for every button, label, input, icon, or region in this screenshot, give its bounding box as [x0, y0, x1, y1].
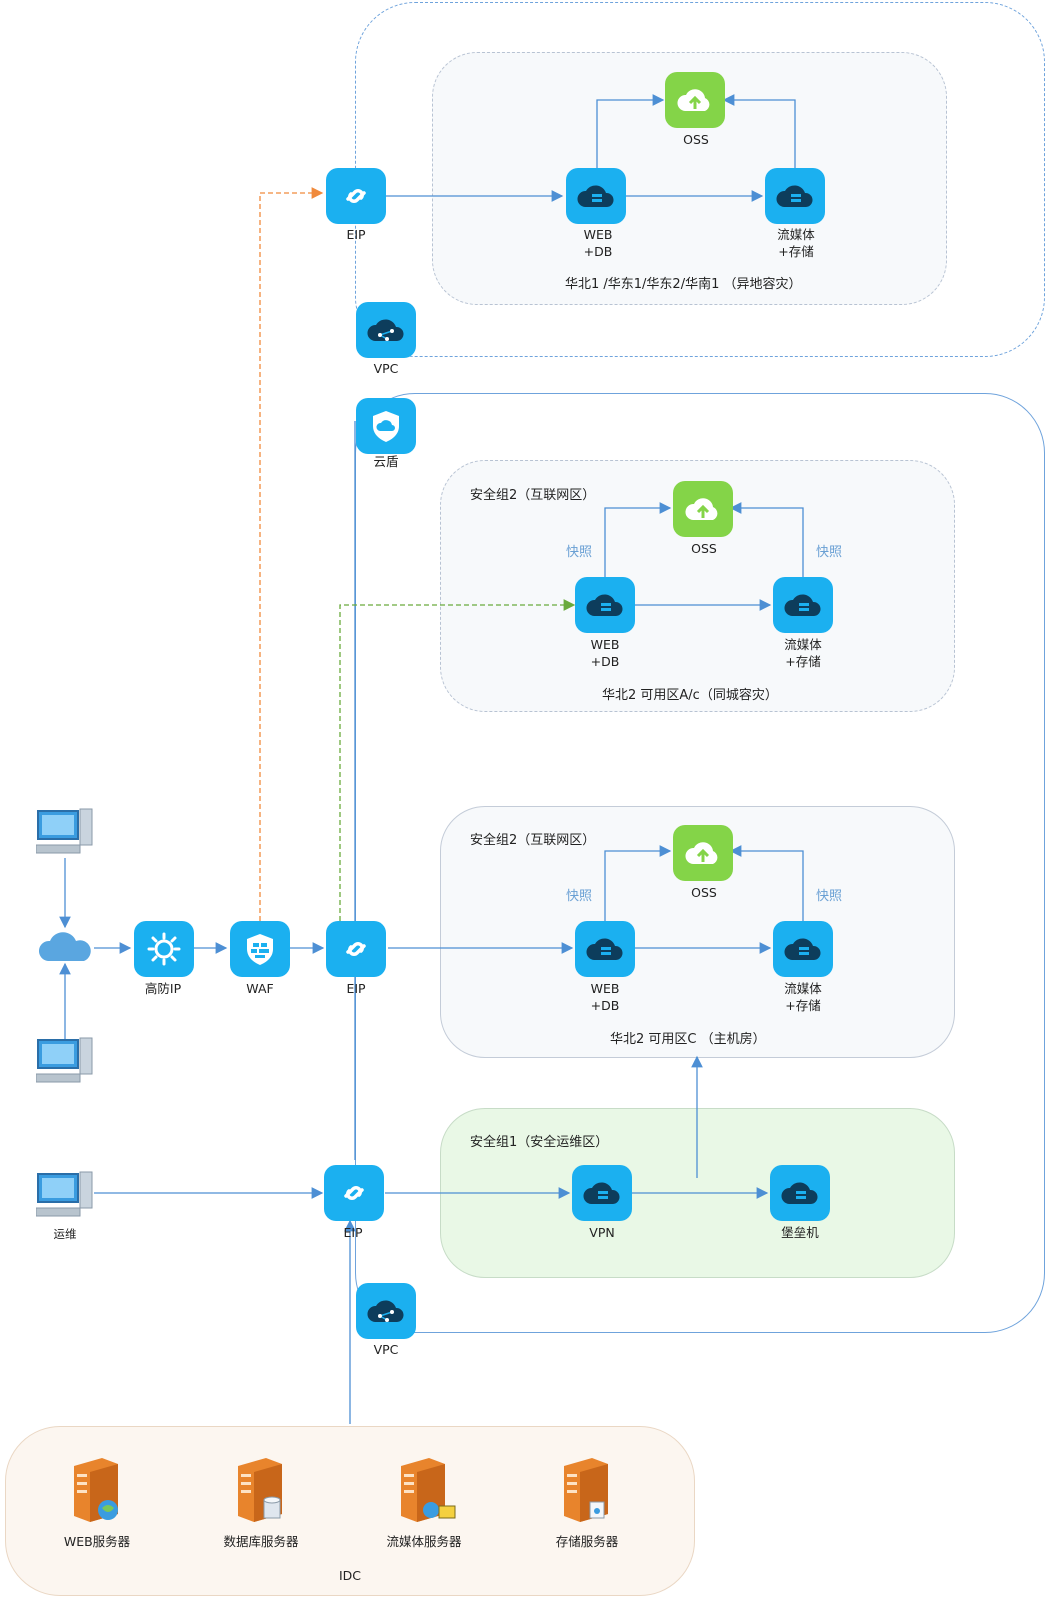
ops-computer-icon	[35, 1170, 94, 1224]
snapshot-label: 快照	[816, 889, 843, 904]
oss-label: OSS	[691, 885, 717, 900]
eip-label: EIP	[346, 981, 366, 996]
web-db-icon[interactable]	[575, 921, 635, 977]
web-db-label: WEB+DB	[590, 637, 620, 669]
gaofang-ip-label: 高防IP	[144, 981, 182, 996]
region2-title: 华北2 可用区A/c（同城容灾）	[602, 688, 778, 703]
internet-cloud-icon	[36, 927, 96, 971]
yundun-shield-icon[interactable]	[356, 398, 416, 454]
storage-server-icon	[558, 1456, 614, 1528]
stream-storage-icon[interactable]	[773, 577, 833, 633]
oss-label: OSS	[691, 541, 717, 556]
stream-storage-label: 流媒体+存储	[784, 981, 822, 1013]
stream-storage-label: 流媒体+存储	[777, 227, 815, 259]
oss-label: OSS	[683, 132, 709, 147]
eip-icon[interactable]	[326, 168, 386, 224]
region3-title: 华北2 可用区C （主机房）	[610, 1032, 766, 1047]
idc-server-label: WEB服务器	[63, 1534, 131, 1549]
snapshot-label: 快照	[566, 545, 593, 560]
region1-title: 华北1 /华东1/华东2/华南1 （异地容灾）	[565, 277, 802, 292]
vpc-label: VPC	[373, 361, 399, 376]
stream-storage-icon[interactable]	[773, 921, 833, 977]
vpn-label: VPN	[589, 1225, 615, 1240]
snapshot-label: 快照	[566, 889, 593, 904]
web-db-icon[interactable]	[566, 168, 626, 224]
oss-icon[interactable]	[673, 825, 733, 881]
region3-group-title: 安全组2（互联网区）	[470, 833, 596, 848]
web-server-icon	[68, 1456, 124, 1528]
eip-icon[interactable]	[326, 921, 386, 977]
bastion-label: 堡垒机	[781, 1225, 819, 1240]
vpn-icon[interactable]	[572, 1165, 632, 1221]
vpc-icon[interactable]	[356, 1283, 416, 1339]
waf-label: WAF	[246, 981, 274, 996]
web-db-icon[interactable]	[575, 577, 635, 633]
oss-icon[interactable]	[673, 481, 733, 537]
stream-server-icon	[395, 1456, 459, 1528]
eip-icon[interactable]	[324, 1165, 384, 1221]
region2-group-title: 安全组2（互联网区）	[470, 488, 596, 503]
web-db-label: WEB+DB	[583, 227, 613, 259]
waf-firewall-icon[interactable]	[230, 921, 290, 977]
idc-server-label: 存储服务器	[555, 1534, 619, 1549]
client-computer-icon	[35, 807, 94, 861]
stream-storage-icon[interactable]	[765, 168, 825, 224]
gaofang-ip-icon[interactable]	[134, 921, 194, 977]
snapshot-label: 快照	[816, 545, 843, 560]
oss-icon[interactable]	[665, 72, 725, 128]
idc-title: IDC	[338, 1568, 362, 1583]
vpc-icon[interactable]	[356, 302, 416, 358]
ops-group-title: 安全组1（安全运维区）	[470, 1135, 609, 1150]
bastion-host-icon[interactable]	[770, 1165, 830, 1221]
ops-label: 运维	[53, 1227, 77, 1241]
eip-label: EIP	[343, 1225, 363, 1240]
vpc-label: VPC	[373, 1342, 399, 1357]
eip-label: EIP	[346, 227, 366, 242]
idc-server-label: 流媒体服务器	[386, 1534, 462, 1549]
idc-server-label: 数据库服务器	[223, 1534, 299, 1549]
stream-storage-label: 流媒体+存储	[784, 637, 822, 669]
database-server-icon	[232, 1456, 288, 1528]
yundun-label: 云盾	[373, 454, 399, 469]
client-computer-icon	[35, 1036, 94, 1090]
web-db-label: WEB+DB	[590, 981, 620, 1013]
